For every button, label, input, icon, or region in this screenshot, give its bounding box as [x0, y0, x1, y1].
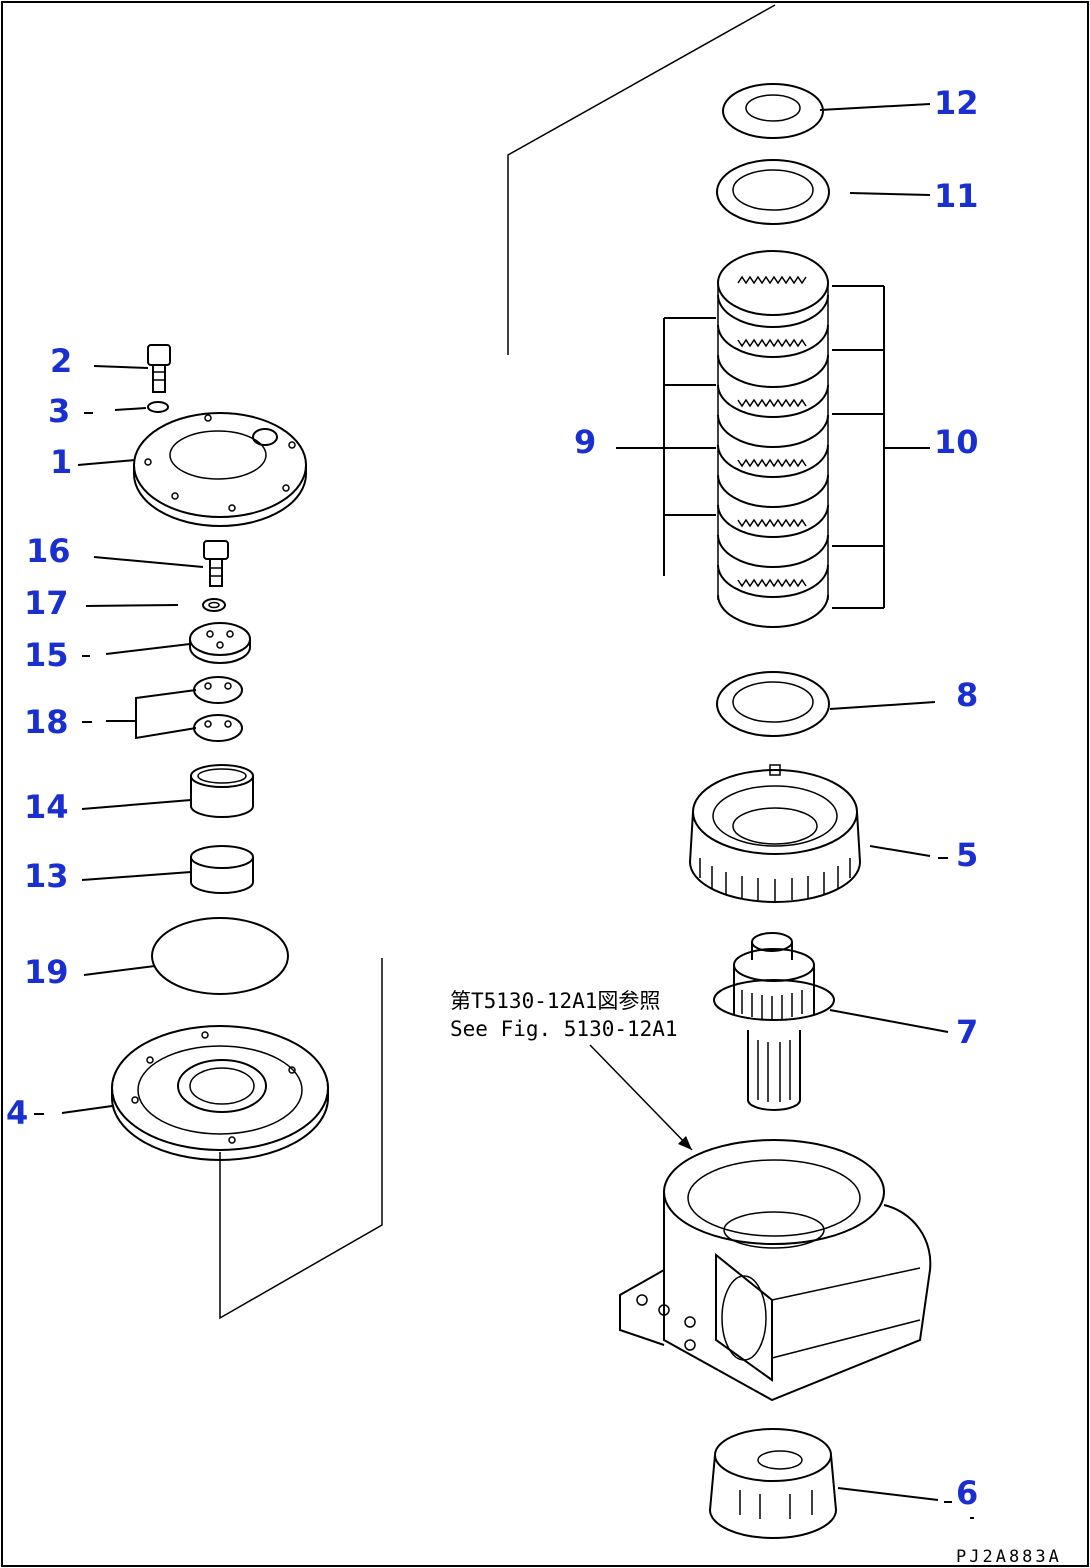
label-part-8: 8: [956, 676, 978, 714]
part-19-o-ring: [151, 917, 289, 995]
part-12-washer: [722, 83, 824, 139]
assembly-guide-lines: [219, 4, 776, 1320]
part-3-washer: [147, 401, 169, 413]
label-part-12: 12: [934, 84, 979, 122]
label-part-10: 10: [934, 423, 979, 461]
part-7-shaft: [713, 932, 835, 1111]
part-13-ring: [190, 845, 254, 894]
part-8-plate: [716, 671, 830, 737]
main-housing: [619, 1139, 932, 1402]
part-17-washer: [202, 598, 226, 612]
part-16-bolt: [203, 540, 229, 587]
reference-note-en: See Fig. 5130-12A1: [450, 1017, 678, 1041]
part-4-plate: [111, 1025, 329, 1161]
label-part-18: 18: [24, 703, 69, 741]
label-part-13: 13: [24, 857, 69, 895]
part-5-ring-gear: [688, 764, 862, 903]
label-part-11: 11: [934, 177, 979, 215]
part-15-plate: [189, 622, 251, 664]
label-part-3: 3: [48, 392, 70, 430]
label-part-5: 5: [956, 836, 978, 874]
label-part-9: 9: [574, 423, 596, 461]
label-part-6: 6: [956, 1474, 978, 1512]
part-6-coupling: [708, 1428, 838, 1539]
leader-lines: [34, 103, 974, 1519]
label-part-1: 1: [50, 443, 72, 481]
label-part-17: 17: [24, 584, 69, 622]
label-part-14: 14: [24, 788, 69, 826]
label-part-2: 2: [50, 342, 72, 380]
part-14-bushing: [190, 764, 254, 818]
part-18-shims: [193, 676, 243, 742]
label-part-19: 19: [24, 953, 69, 991]
label-part-15: 15: [24, 636, 69, 674]
drawing-code: PJ2A883A: [956, 1547, 1062, 1567]
reference-note-jp: 第T5130-12A1図参照: [450, 989, 660, 1013]
label-part-7: 7: [956, 1013, 978, 1051]
label-part-16: 16: [26, 532, 71, 570]
part-1-cover: [133, 412, 307, 527]
part-11-plate: [716, 159, 830, 225]
label-part-4: 4: [6, 1094, 28, 1132]
part-2-bolt: [147, 344, 171, 393]
part-number-labels: 2 3 1 16 17 15 18 14 13 19 4 12 11 9 10 …: [6, 84, 979, 1512]
parts-9-10-disc-stack: [717, 250, 829, 628]
